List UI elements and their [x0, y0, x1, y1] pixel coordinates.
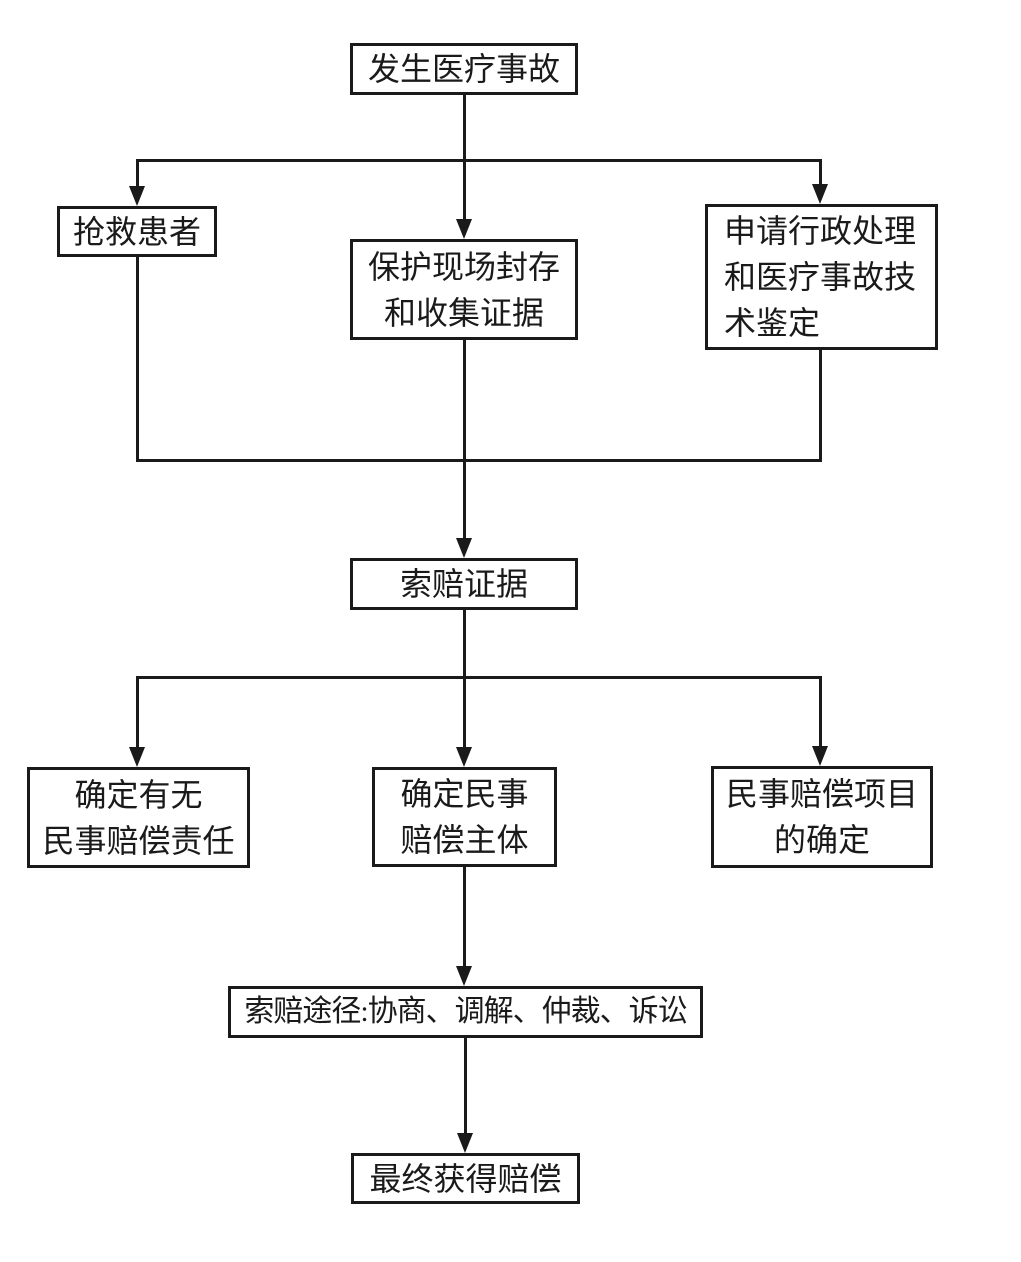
arrowhead-to-final-icon	[457, 1133, 473, 1153]
node-protect-scene: 保护现场封存 和收集证据	[350, 239, 578, 340]
node-determine-liability-label: 确定有无 民事赔偿责任	[42, 776, 235, 859]
arrowhead-to-apply-icon	[812, 184, 828, 204]
node-determine-subject: 确定民事 赔偿主体	[372, 767, 557, 867]
node-determine-subject-label: 确定民事 赔偿主体	[400, 776, 529, 858]
node-claim-evidence-label: 索赔证据	[399, 566, 528, 602]
connector-branch1-horizontal	[136, 159, 822, 162]
connector-branch1-left-drop	[136, 159, 139, 188]
node-accident-occurs: 发生医疗事故	[350, 43, 578, 95]
arrowhead-to-protect-icon	[456, 219, 472, 239]
node-protect-scene-label: 保护现场封存 和收集证据	[367, 248, 560, 331]
node-claim-evidence: 索赔证据	[350, 558, 578, 610]
connector-channels-down	[464, 1038, 467, 1133]
connector-start-down	[463, 95, 466, 221]
arrowhead-to-channels-icon	[456, 966, 472, 986]
arrowhead-to-items-icon	[812, 746, 828, 766]
node-accident-occurs-label: 发生医疗事故	[367, 51, 560, 87]
connector-collector-horizontal	[136, 459, 822, 462]
node-claim-channels-label: 索赔途径:协商、调解、仲裁、诉讼	[244, 995, 687, 1028]
connector-branch1-right-drop	[819, 159, 822, 186]
node-determine-liability: 确定有无 民事赔偿责任	[27, 767, 250, 868]
connector-apply-down	[819, 350, 822, 462]
arrowhead-to-subject-icon	[456, 747, 472, 767]
node-final-compensation: 最终获得赔偿	[351, 1153, 580, 1204]
node-claim-channels: 索赔途径:协商、调解、仲裁、诉讼	[228, 986, 703, 1038]
node-final-compensation-label: 最终获得赔偿	[369, 1160, 562, 1197]
connector-rescue-down	[136, 257, 139, 462]
node-rescue-patient: 抢救患者	[57, 206, 217, 257]
node-apply-admin-label: 申请行政处理 和医疗事故技 术鉴定	[724, 213, 917, 341]
connector-evidence-down	[463, 610, 466, 749]
connector-branch2-horizontal	[136, 676, 822, 679]
connector-branch2-left-drop	[136, 676, 139, 749]
connector-subject-down	[463, 867, 466, 966]
connector-branch2-right-drop	[819, 676, 822, 748]
node-determine-items-label: 民事赔偿项目 的确定	[725, 776, 918, 858]
node-rescue-patient-label: 抢救患者	[72, 213, 201, 250]
arrowhead-to-evidence-icon	[456, 538, 472, 558]
node-determine-items: 民事赔偿项目 的确定	[711, 766, 933, 868]
connector-protect-down	[463, 340, 466, 538]
arrowhead-to-liability-icon	[129, 747, 145, 767]
node-apply-admin: 申请行政处理 和医疗事故技 术鉴定	[705, 204, 938, 350]
arrowhead-to-rescue-icon	[129, 186, 145, 206]
